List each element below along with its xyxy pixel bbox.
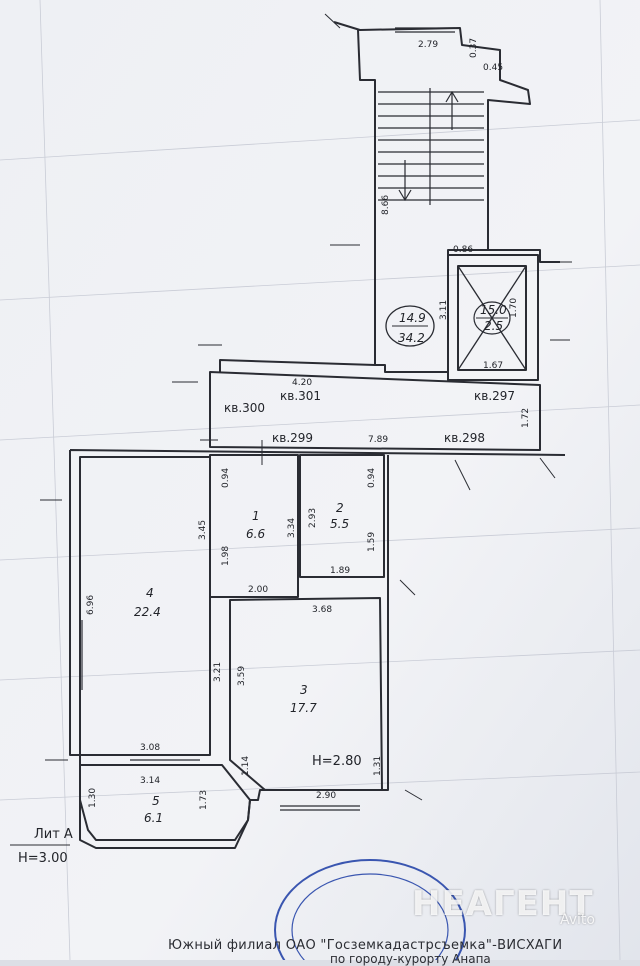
elevator-number: 15.0 — [480, 303, 507, 317]
room-1-area: 6.6 — [246, 527, 265, 541]
dim-3-08: 3.08 — [140, 743, 160, 753]
dim-1-30: 1.30 — [88, 788, 98, 808]
dim-3-68: 3.68 — [312, 605, 332, 615]
dim-3-45: 3.45 — [198, 520, 208, 540]
room-3-area: 17.7 — [290, 701, 317, 715]
dim-3-59: 3.59 — [237, 666, 247, 686]
apartment-label-299: кв.299 — [272, 431, 313, 445]
dim-0-94-a: 0.94 — [221, 468, 231, 488]
room-3-number: 3 — [300, 683, 308, 697]
lit-height-label: H=3.00 — [18, 851, 68, 866]
footer-line-1: Южный филиал ОАО "Госземкадастрсъемка"-В… — [168, 938, 563, 953]
dim-0-37: 0.37 — [469, 38, 479, 58]
dim-1-31: 1.31 — [373, 756, 383, 776]
room-2-number: 2 — [336, 501, 344, 515]
dim-3-14: 3.14 — [140, 776, 160, 786]
dim-1-14: 1.14 — [241, 756, 251, 776]
dim-0-86: 0.86 — [453, 245, 473, 255]
dim-1-70: 1.70 — [509, 298, 519, 318]
room-2-area: 5.5 — [330, 517, 349, 531]
watermark-source: Avito — [560, 912, 595, 928]
room-height-label: H=2.80 — [312, 754, 362, 769]
dim-2-93: 2.93 — [308, 508, 318, 528]
dim-6-96: 6.96 — [86, 595, 96, 615]
watermark-brand: НЕАГЕНТ — [412, 884, 594, 924]
dim-1-89: 1.89 — [330, 566, 350, 576]
dim-1-67: 1.67 — [483, 361, 503, 371]
room-5-number: 5 — [152, 794, 160, 808]
room-1-number: 1 — [252, 509, 260, 523]
footer-line-2: по городу-курорту Анапа — [330, 952, 491, 966]
dim-1-59: 1.59 — [367, 532, 377, 552]
dim-3-21: 3.21 — [213, 662, 223, 682]
dim-1-72: 1.72 — [521, 408, 531, 428]
stamp — [274, 859, 466, 960]
apartment-label-301: кв.301 — [280, 389, 321, 403]
dim-8-66: 8.66 — [381, 195, 391, 215]
dim-0-94-b: 0.94 — [367, 468, 377, 488]
dim-4-20: 4.20 — [292, 378, 312, 388]
apartment-label-297: кв.297 — [474, 389, 515, 403]
lit-label: Лит А — [34, 827, 73, 842]
dim-2-90: 2.90 — [316, 791, 336, 801]
room-5-area: 6.1 — [144, 811, 163, 825]
staircase-area: 34.2 — [398, 331, 425, 345]
dim-1-98: 1.98 — [221, 546, 231, 566]
staircase-number: 14.9 — [399, 311, 426, 325]
dim-0-45: 0.45 — [483, 63, 503, 73]
dim-3-11: 3.11 — [439, 300, 449, 320]
dim-2-79: 2.79 — [418, 40, 438, 50]
apartment-label-300: кв.300 — [224, 401, 265, 415]
dim-1-73: 1.73 — [199, 790, 209, 810]
room-4-area: 22.4 — [134, 605, 161, 619]
elevator-area: 2.5 — [484, 319, 503, 333]
room-4-number: 4 — [146, 586, 154, 600]
dim-2-00: 2.00 — [248, 585, 268, 595]
apartment-label-298: кв.298 — [444, 431, 485, 445]
dim-3-34: 3.34 — [287, 518, 297, 538]
dim-7-89: 7.89 — [368, 435, 388, 445]
